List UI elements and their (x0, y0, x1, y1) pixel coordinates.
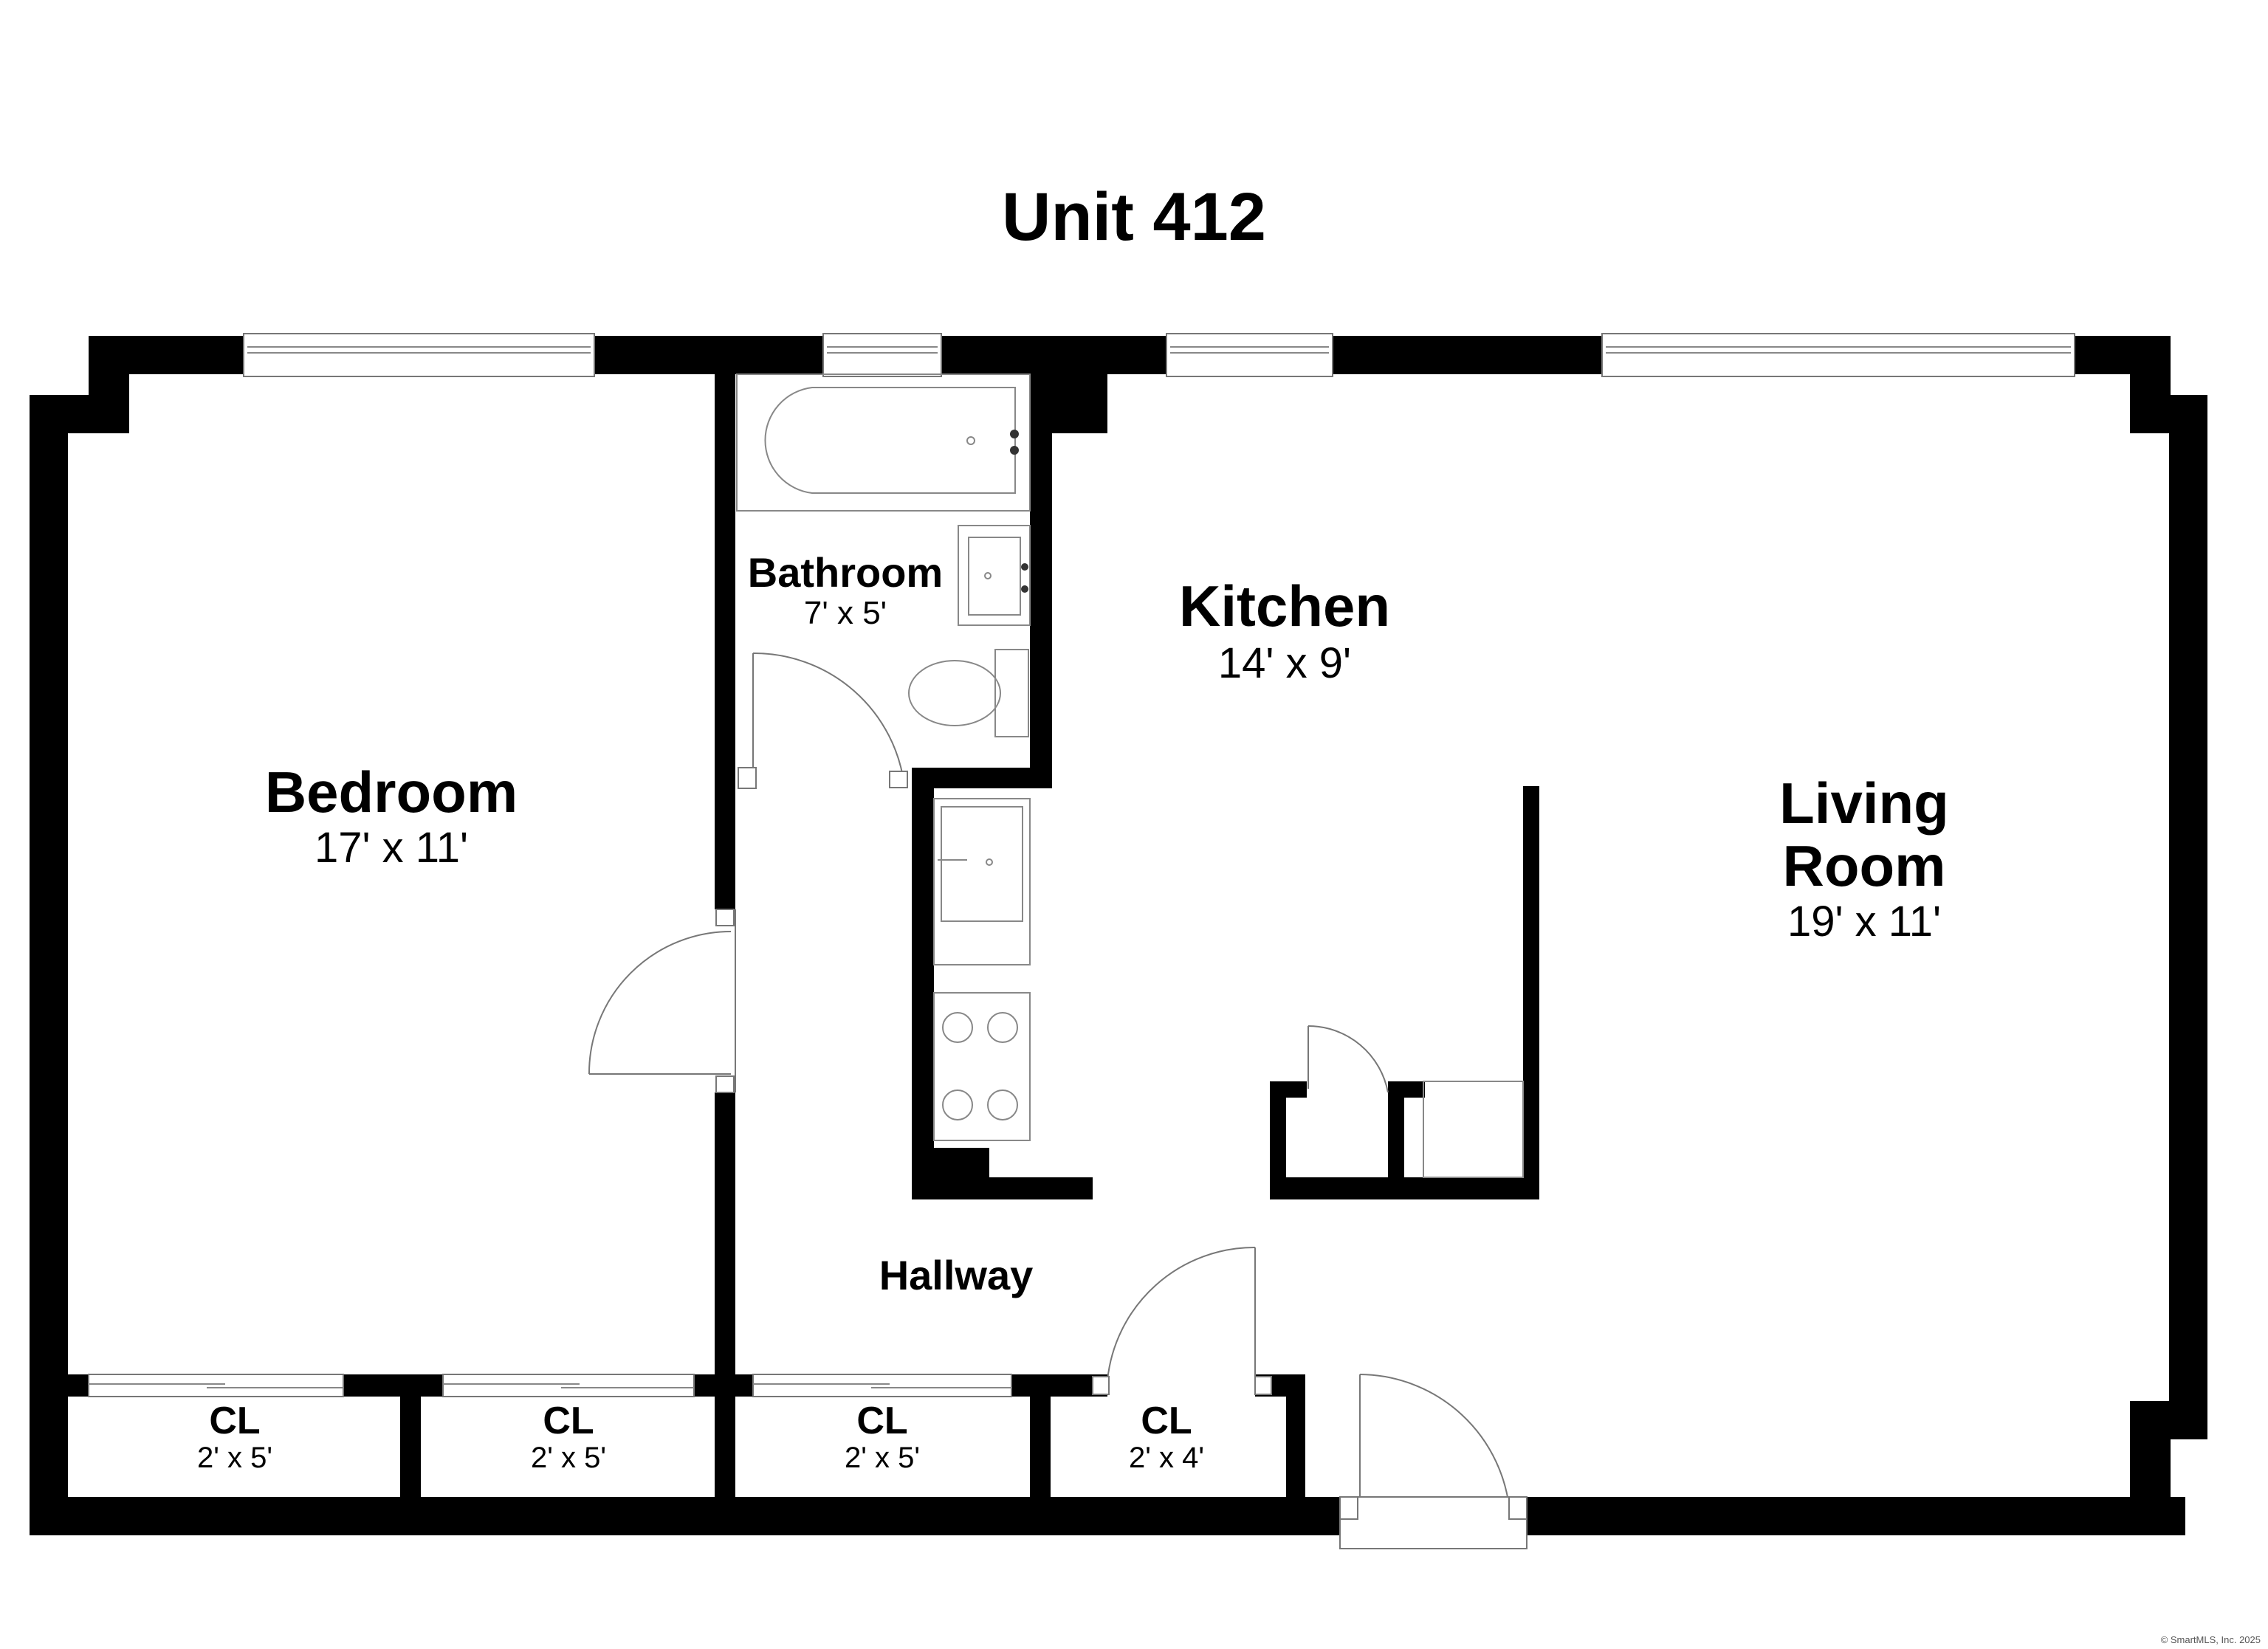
living-room-name-line1: Living (1779, 771, 1949, 836)
copyright-credit: © SmartMLS, Inc. 2025 (2161, 1634, 2261, 1645)
door-swings (588, 652, 1528, 1549)
closet-4-label: CL 2' x 4' (1129, 1400, 1204, 1474)
kitchen-stove (933, 992, 1031, 1141)
closet-3-name: CL (856, 1400, 907, 1442)
bathroom-name: Bathroom (748, 549, 943, 596)
living-room-dims: 19' x 11' (1787, 898, 1941, 946)
closet-1-label: CL 2' x 5' (197, 1400, 272, 1474)
bedroom-label: Bedroom 17' x 11' (265, 760, 518, 872)
interior-walls (68, 374, 1539, 1535)
bedroom-name: Bedroom (265, 760, 518, 824)
bedroom-dims: 17' x 11' (315, 824, 468, 872)
kitchen-sink (933, 798, 1031, 965)
living-room-label: Living Room 19' x 11' (1779, 771, 1949, 946)
closet-2-label: CL 2' x 5' (531, 1400, 606, 1474)
living-room-name-line2: Room (1783, 833, 1946, 898)
closet-4-name: CL (1141, 1400, 1192, 1442)
bathtub (736, 373, 1031, 512)
closet-1-name: CL (209, 1400, 260, 1442)
closet-3-dims: 2' x 5' (845, 1442, 920, 1474)
closet-1-dims: 2' x 5' (197, 1442, 272, 1474)
windows (243, 333, 2075, 377)
hallway-label: Hallway (879, 1252, 1034, 1298)
kitchen-name: Kitchen (1179, 574, 1390, 638)
toilet (908, 649, 1029, 737)
pantry-shelf (1423, 1081, 1524, 1178)
bathroom-dims: 7' x 5' (804, 595, 887, 631)
closet-2-dims: 2' x 5' (531, 1442, 606, 1474)
hallway-name: Hallway (879, 1252, 1034, 1298)
closet-3-label: CL 2' x 5' (845, 1400, 920, 1474)
closet-4-dims: 2' x 4' (1129, 1442, 1204, 1474)
plan-title: Unit 412 (1002, 179, 1266, 255)
exterior-walls (30, 336, 2207, 1535)
kitchen-dims: 14' x 9' (1218, 639, 1351, 687)
bathroom-vanity (958, 525, 1031, 626)
closet-2-name: CL (543, 1400, 594, 1442)
bathroom-label: Bathroom 7' x 5' (748, 549, 943, 631)
kitchen-label: Kitchen 14' x 9' (1179, 574, 1390, 687)
closet-doors (88, 1374, 1012, 1397)
